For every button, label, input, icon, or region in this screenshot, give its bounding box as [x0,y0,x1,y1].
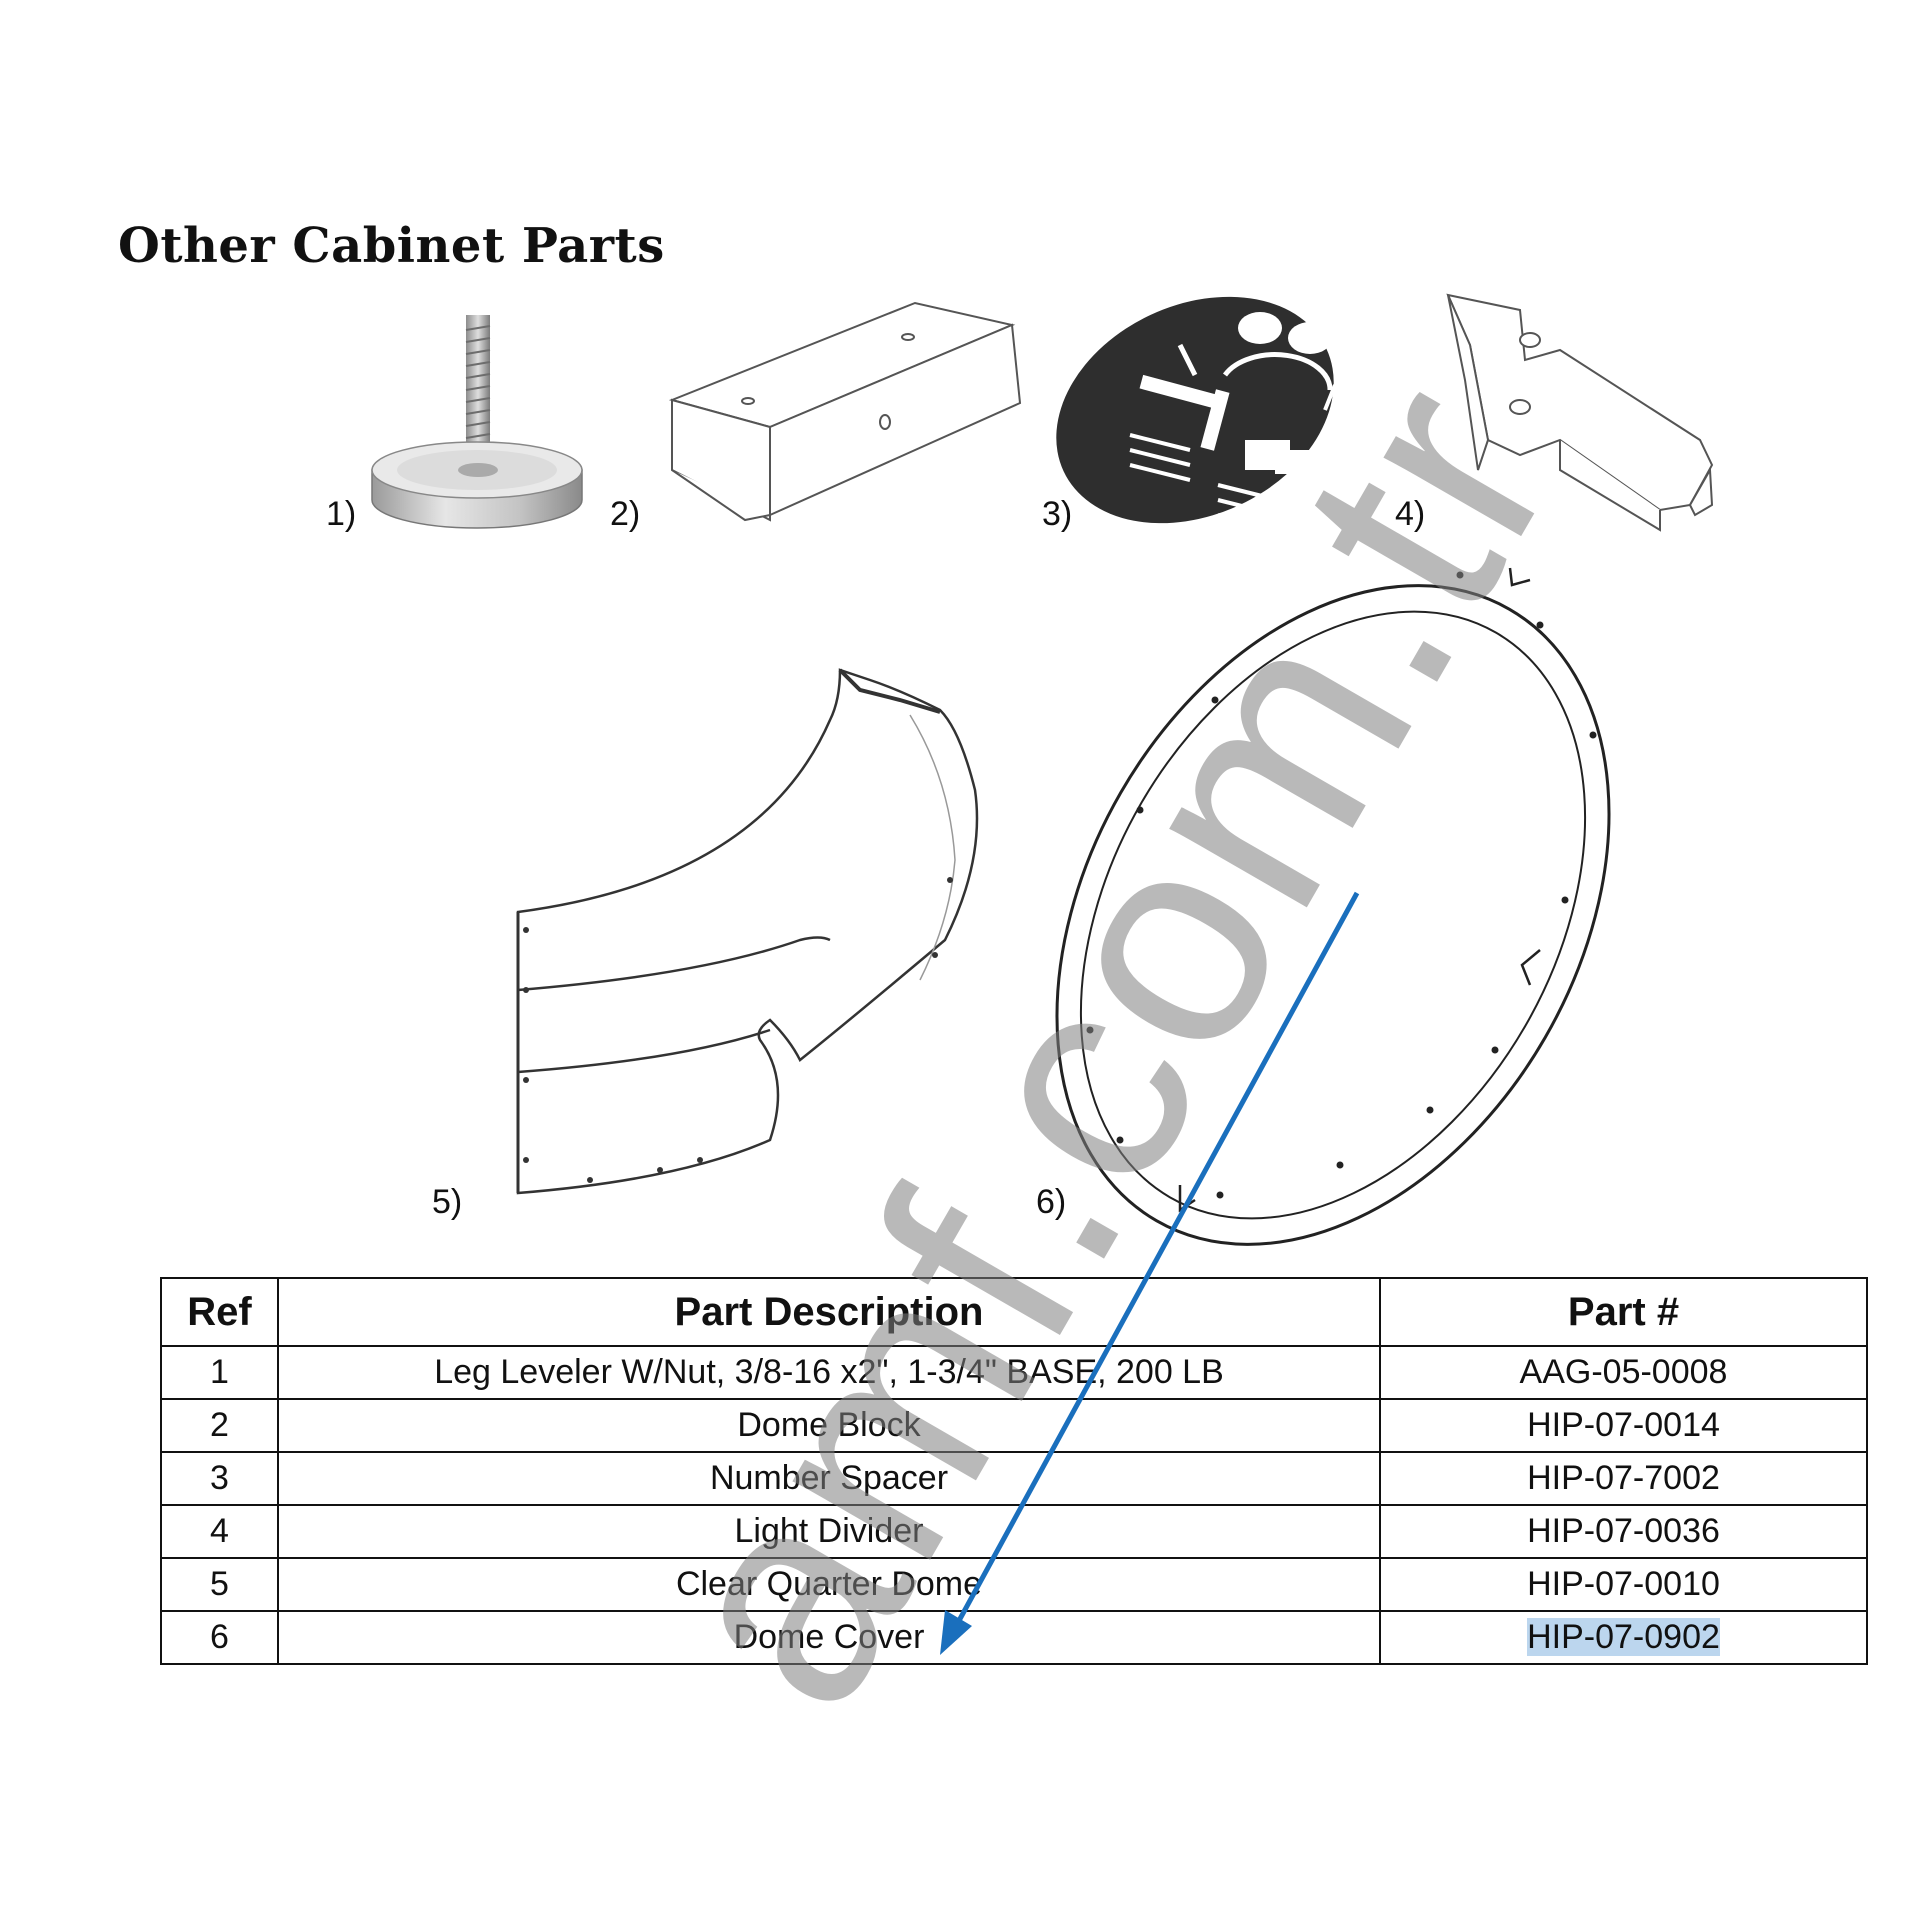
cell-part-number: HIP-07-0902 [1379,1610,1868,1665]
cell-ref: 3 [160,1451,279,1506]
ref-label-1: 1) [326,495,357,533]
cell-part-number: HIP-07-0014 [1379,1398,1868,1453]
table-row: 5 Clear Quarter Dome HIP-07-0010 [160,1557,1868,1612]
header-ref: Ref [160,1277,279,1347]
cell-ref: 2 [160,1398,279,1453]
ref-label-3: 3) [1042,495,1073,533]
cell-ref: 1 [160,1345,279,1400]
cell-ref: 6 [160,1610,279,1665]
dome-block-icon [668,301,1022,522]
cell-part-number: AAG-05-0008 [1379,1345,1868,1400]
clear-quarter-dome-icon [516,668,979,1195]
ref-label-5: 5) [432,1183,463,1221]
highlighted-part-number: HIP-07-0902 [1527,1618,1720,1656]
cell-description: Dome Cover [277,1610,1381,1665]
page-title: Other Cabinet Parts [118,218,665,274]
table-header-row: Ref Part Description Part # [160,1277,1868,1347]
cell-ref: 5 [160,1557,279,1612]
cell-part-number: HIP-07-0036 [1379,1504,1868,1559]
ref-label-2: 2) [610,495,641,533]
header-part-number: Part # [1379,1277,1868,1347]
table-row: 6 Dome Cover HIP-07-0902 [160,1610,1868,1665]
leg-leveler-icon [371,315,583,529]
ref-label-4: 4) [1395,495,1426,533]
number-spacer-icon [1056,296,1377,530]
light-divider-icon [1446,293,1714,532]
cell-part-number: HIP-07-7002 [1379,1451,1868,1506]
cell-part-number: HIP-07-0010 [1379,1557,1868,1612]
cell-ref: 4 [160,1504,279,1559]
